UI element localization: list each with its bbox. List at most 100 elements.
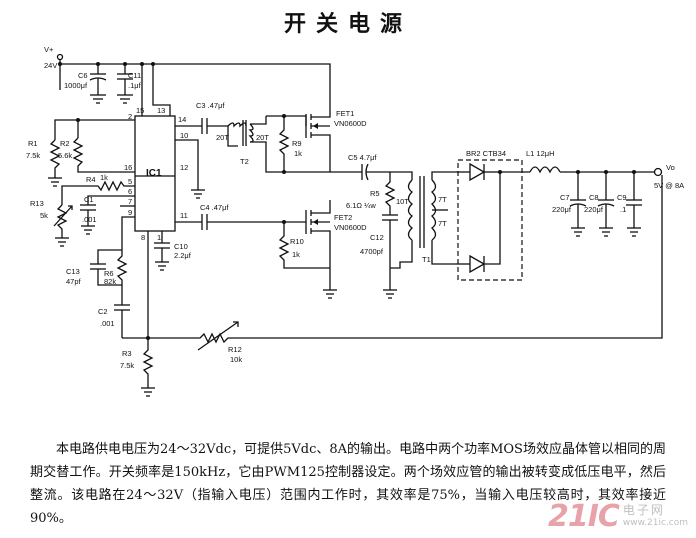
label-c13: C13	[66, 267, 80, 276]
label-t1-10t: 10T	[396, 197, 409, 206]
label-r9-value: 1k	[294, 149, 302, 158]
capacitor-c7	[569, 170, 587, 237]
potentiometer-r12	[148, 175, 663, 351]
transformer-t1	[390, 171, 458, 269]
label-r6: R6	[104, 269, 114, 278]
capacitor-c3	[175, 118, 228, 134]
resistor-r4	[61, 180, 135, 205]
pin-14: 14	[178, 115, 186, 124]
mosfet-fet1	[266, 110, 331, 172]
resistor-r3	[141, 338, 155, 397]
label-r13-value: 5k	[40, 211, 48, 220]
label-c12-value: 4700pf	[360, 247, 384, 256]
pin-9: 9	[128, 208, 132, 217]
capacitor-c13	[90, 249, 122, 286]
label-c1-value: .001	[82, 215, 97, 224]
resistor-r6	[116, 250, 128, 305]
resistor-r9	[278, 114, 290, 174]
capacitor-c12	[382, 214, 398, 299]
label-c2: C2	[98, 307, 108, 316]
label-c3: C3 .47μf	[196, 101, 225, 110]
label-r10: R10	[290, 237, 304, 246]
pin-10: 10	[180, 131, 188, 140]
supply-rail	[56, 53, 331, 110]
label-r1: R1	[28, 139, 38, 148]
label-fet1-part: VN0600D	[334, 119, 367, 128]
pin-6: 6	[128, 187, 132, 196]
label-c6-value: 1000μf	[64, 81, 88, 90]
resistor-r10	[278, 220, 330, 269]
capacitor-c6	[89, 62, 107, 104]
label-c9: C9	[617, 193, 627, 202]
label-br2: BR2 CTB34	[466, 149, 506, 158]
label-c1: C1	[84, 195, 94, 204]
label-c5: C5 4.7μf	[348, 153, 377, 162]
pin-7: 7	[128, 197, 132, 206]
label-r3: R3	[122, 349, 132, 358]
capacitor-c2	[114, 304, 130, 338]
label-vout: 5V @ 8A	[654, 181, 684, 190]
label-c9-value: .1	[620, 205, 626, 214]
pin-8: 8	[141, 233, 145, 242]
label-c8: C8	[589, 193, 599, 202]
pin-2: 2	[128, 112, 132, 121]
label-vplus: V+	[44, 45, 54, 54]
label-ic1: IC1	[146, 168, 162, 179]
circuit-schematic: V+ 24V C6 1000μf C11 .1μf R1 7.5k R2 5.6…	[26, 45, 684, 397]
capacitor-c5	[330, 163, 390, 181]
label-c10: C10	[174, 242, 188, 251]
circuit-description: 本电路供电电压为24～32Vdc，可提供5Vdc、8A的输出。电路中两个功率MO…	[30, 442, 666, 526]
pin-16: 16	[124, 163, 132, 172]
potentiometer-r13	[53, 204, 73, 247]
label-r2-value: 5.6k	[58, 151, 72, 160]
watermark-url: www.21ic.com	[622, 517, 688, 528]
capacitor-c10	[154, 231, 170, 271]
label-l1: L1 12μH	[526, 149, 555, 158]
label-t1-7t-upper: 7T	[438, 195, 447, 204]
pin-1: 1	[157, 233, 161, 242]
capacitor-c4	[175, 214, 306, 230]
label-r12: R12	[228, 345, 242, 354]
label-r5-value: 6.1Ω ¼w	[346, 201, 376, 210]
watermark-logo: 21IC	[547, 499, 620, 534]
label-r5: R5	[370, 189, 380, 198]
label-r2: R2	[60, 139, 70, 148]
watermark: 21IC 电子网 www.21ic.com	[548, 499, 688, 534]
pin-13: 13	[157, 106, 165, 115]
bridge-rectifier-br2	[457, 159, 523, 281]
label-r3-value: 7.5k	[120, 361, 134, 370]
label-c11: C11	[128, 71, 141, 80]
label-r10-value: 1k	[292, 250, 300, 259]
label-fet2-part: VN0600D	[334, 223, 367, 232]
watermark-text: 电子网 www.21ic.com	[622, 502, 688, 530]
ic1-chip	[134, 115, 176, 232]
pin-5: 5	[128, 177, 132, 186]
label-t2-20t-primary: 20T	[216, 133, 229, 142]
label-r4: R4	[86, 175, 96, 184]
capacitor-c1	[80, 195, 135, 235]
label-r1-value: 7.5k	[26, 151, 40, 160]
mosfet-fet2	[305, 200, 331, 290]
label-vo: Vo	[666, 163, 675, 172]
label-c2-value: .001	[100, 319, 115, 328]
watermark-site-name: 电子网	[622, 502, 665, 517]
label-c7-value: 220μf	[552, 205, 572, 214]
label-t1: T1	[422, 255, 431, 264]
label-fet2: FET2	[334, 213, 352, 222]
inductor-l1	[500, 166, 663, 177]
label-c12: C12	[370, 233, 384, 242]
label-t2: T2	[240, 157, 249, 166]
capacitor-c9	[626, 170, 642, 237]
label-c10-value: 2.2μf	[174, 251, 192, 260]
label-r6-value: 82k	[104, 277, 116, 286]
resistor-r1	[48, 119, 135, 187]
resistor-r5	[384, 172, 396, 215]
capacitor-c8	[597, 170, 615, 237]
label-c7: C7	[560, 193, 570, 202]
capacitor-c11	[117, 62, 133, 104]
label-fet1: FET1	[336, 109, 354, 118]
label-t2-20t-secondary: 20T	[256, 133, 269, 142]
label-c13-value: 47pf	[66, 277, 82, 286]
pin-15: 15	[136, 106, 144, 115]
label-r9: R9	[292, 139, 302, 148]
